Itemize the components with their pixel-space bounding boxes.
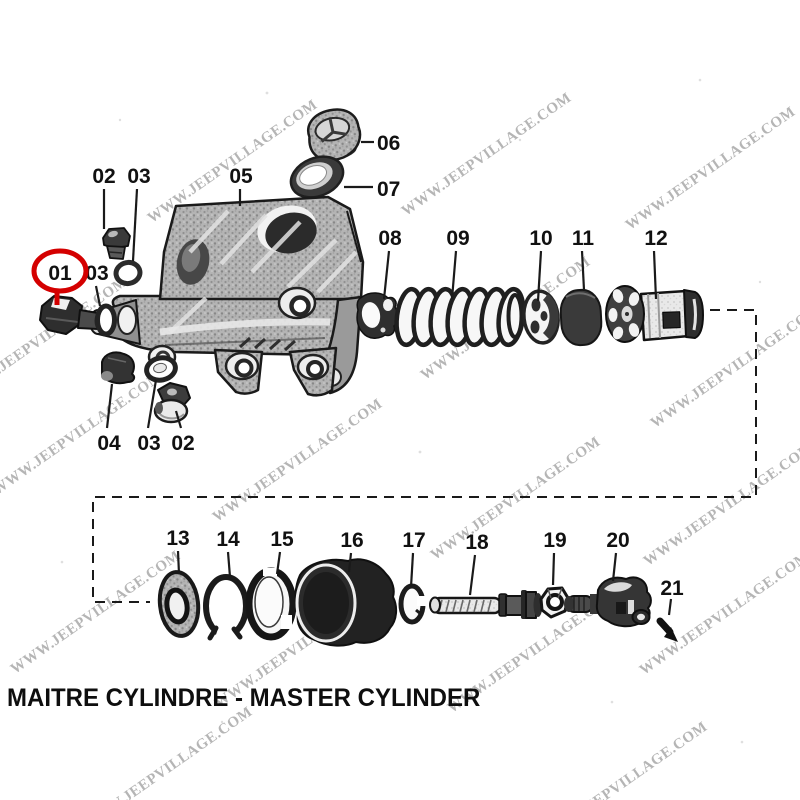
callout-11-label-8: 11 [572,227,595,250]
callout-06-label-3: 06 [377,132,400,155]
callout-04-label-12: 04 [97,432,121,455]
callout-11-leader-8 [580,250,586,291]
part-03-washer-top [113,259,143,287]
callout-18-leader-20 [468,554,477,596]
callout-18-label-20: 18 [465,531,489,554]
part-03-washer-left [95,303,117,337]
part-14-snap-ring [203,574,249,646]
watermark-text: WWW.JEEPVILLAGE.COM [210,396,386,526]
part-02-fitting-top [102,227,131,260]
callout-15-leader-17 [275,551,282,575]
highlight-circle-01 [31,248,89,294]
callout-10-label-7: 10 [529,227,552,250]
callout-03-label-1: 03 [127,165,150,188]
callout-08-leader-5 [382,250,391,300]
callout-05-label-2: 05 [229,165,253,188]
part-06-filler-cap [307,108,362,162]
callout-03-label-11: 03 [85,262,108,285]
callout-15-label-17: 15 [270,528,294,551]
part-07-cap-gasket [289,155,345,199]
callout-09-label-6: 09 [446,227,469,250]
part-18-push-rod [429,590,543,619]
part-04-plug [101,351,136,385]
callout-03-leader-13 [146,379,158,429]
part-21-clevis-pin-arrow [656,617,678,642]
callout-14-label-16: 14 [216,528,240,551]
callout-08-label-5: 08 [378,227,402,250]
callout-03-leader-11 [94,285,102,307]
callout-17-leader-19 [409,552,415,588]
highlight-layer [31,248,89,305]
callout-03-leader-1 [131,188,139,262]
watermark-text: WWW.JEEPVILLAGE.COM [399,90,575,220]
callout-17-label-19: 17 [402,529,425,552]
callout-10-leader-7 [536,250,543,302]
part-20-clevis-yoke [564,576,652,628]
callout-16-leader-18 [347,552,353,573]
callout-02-label-14: 02 [171,432,194,455]
callout-14-leader-16 [226,551,232,578]
watermark-text: WWW.JEEPVILLAGE.COM [641,440,800,570]
watermark-text: WWW.JEEPVILLAGE.COM [623,104,799,234]
callout-21-label-23: 21 [660,577,684,600]
callout-04-leader-12 [105,383,114,429]
watermark-text: WWW.JEEPVILLAGE.COM [535,719,711,800]
callout-02-label-0: 02 [92,165,115,188]
callout-12-label-9: 12 [644,227,667,250]
part-17-clip-ring [398,583,426,625]
callout-19-leader-21 [551,552,556,586]
part-16-boot [294,558,398,647]
callout-16-label-18: 16 [340,529,363,552]
part-02-fitting-bottom [153,382,191,424]
callout-09-leader-6 [450,250,458,300]
callout-12-leader-9 [652,250,658,300]
callout-20-label-22: 20 [606,529,629,552]
callout-02-leader-14 [174,410,183,429]
callout-layer: 02 03 05 06 07 08 09 10 11 12 01 03 04 03 02 13 14 15 16 17… [48,132,684,616]
part-03-washer-bottom [144,355,178,383]
part-13-washer [157,570,201,638]
part-19-lock-nut [539,586,570,619]
part-12-piston-assembly [605,285,704,343]
part-05-master-cylinder-body [89,195,365,397]
part-15-retaining-ring [245,567,297,641]
callout-21-leader-23 [667,598,673,616]
watermark-text: WWW.JEEPVILLAGE.COM [637,549,800,679]
watermark-text: WWW.JEEPVILLAGE.COM [8,548,184,678]
callout-13-label-15: 13 [166,527,189,550]
part-10-check-valve [522,289,560,345]
part-08-retainer-clip [356,292,399,339]
watermark-text: WWW.JEEPVILLAGE.COM [428,434,604,564]
scan-noise [60,78,762,744]
watermark-text: WWW.JEEPVILLAGE.COM [80,704,256,800]
callout-07-label-4: 07 [377,178,400,201]
callout-19-label-21: 19 [543,529,566,552]
exploded-diagram-artwork [39,108,704,647]
callout-13-leader-15 [176,550,181,575]
part-11-primary-cup [559,288,603,347]
callout-01-label-10: 01 [48,262,72,285]
callout-20-leader-22 [611,552,618,582]
part-09-return-spring [394,286,526,348]
callout-03-label-13: 03 [137,432,160,455]
diagram-title: MAITRE CYLINDRE - MASTER CYLINDER [7,684,481,712]
detail-connector-dashes [92,309,757,603]
